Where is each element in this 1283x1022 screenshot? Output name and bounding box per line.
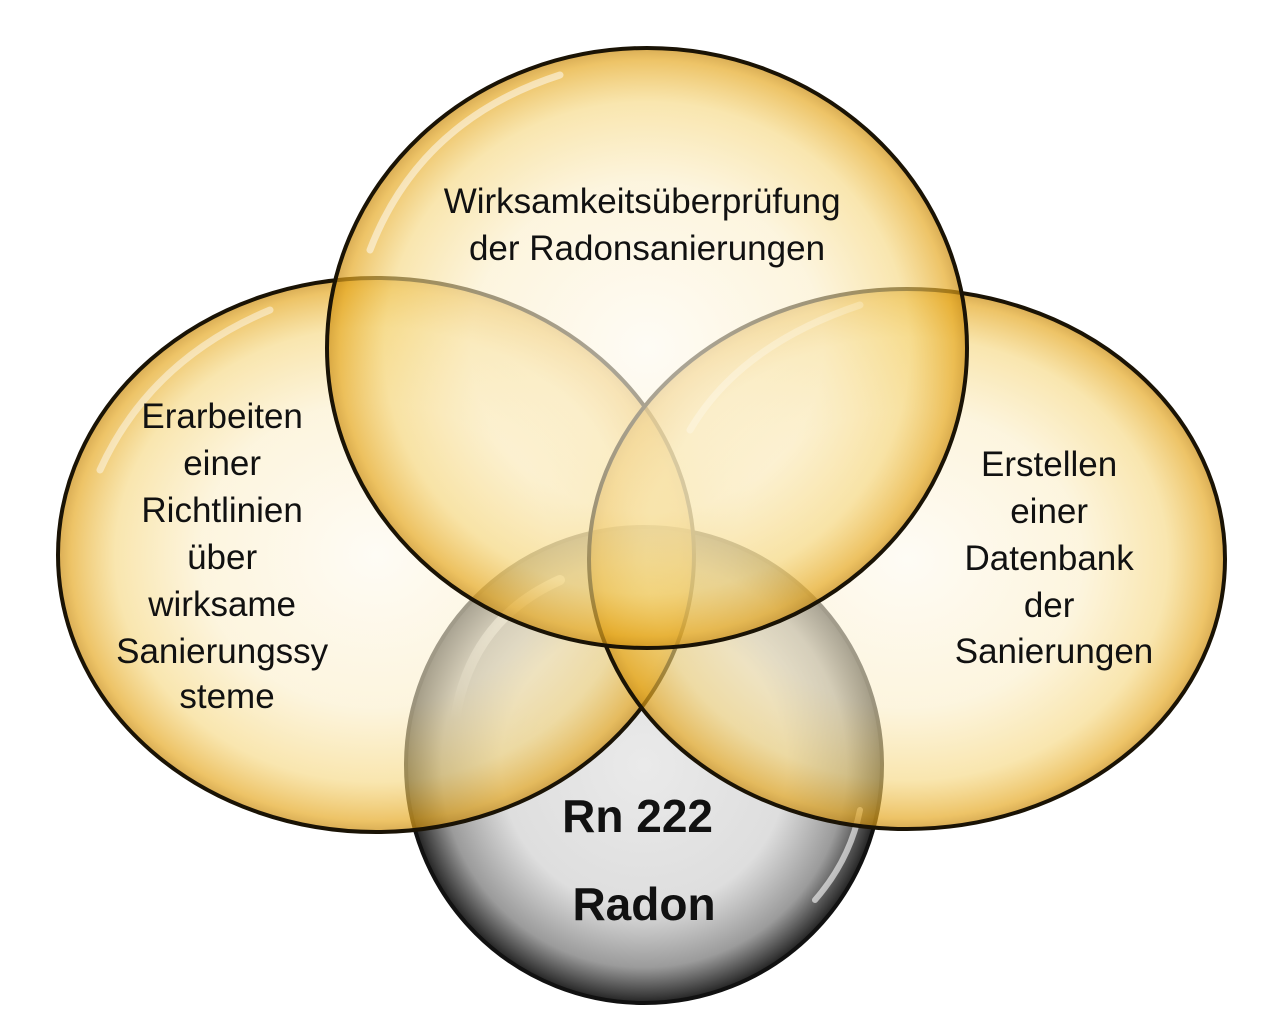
left-label-line: Richtlinien: [141, 491, 302, 530]
left-label-line: Erarbeiten: [141, 397, 302, 436]
left-label-line: Sanierungssy: [116, 632, 329, 671]
right-circle-label: Erstellen einer Datenbank der Sanierunge…: [955, 445, 1154, 671]
left-label-line: über: [187, 538, 257, 577]
left-label-line: wirksame: [147, 585, 296, 624]
top-circle-label: Wirksamkeitsüberprüfung der Radonsanieru…: [444, 182, 851, 268]
left-label-line: einer: [183, 444, 261, 483]
center-label-line: Radon: [572, 878, 715, 930]
left-circle-label: Erarbeiten einer Richtlinien über wirksa…: [116, 397, 338, 716]
right-label-line: einer: [1010, 492, 1088, 531]
center-circle-label: Rn 222 Radon: [562, 790, 726, 930]
right-label-line: Datenbank: [964, 539, 1134, 578]
right-label-line: Erstellen: [981, 445, 1117, 484]
top-label-line: der Radonsanierungen: [469, 229, 825, 268]
left-label-line: steme: [179, 677, 274, 716]
right-label-line: Sanierungen: [955, 632, 1154, 671]
top-label-line: Wirksamkeitsüberprüfung: [444, 182, 841, 221]
right-label-line: der: [1024, 586, 1075, 625]
top-circle: [325, 46, 969, 650]
center-label-line: Rn 222: [562, 790, 713, 842]
